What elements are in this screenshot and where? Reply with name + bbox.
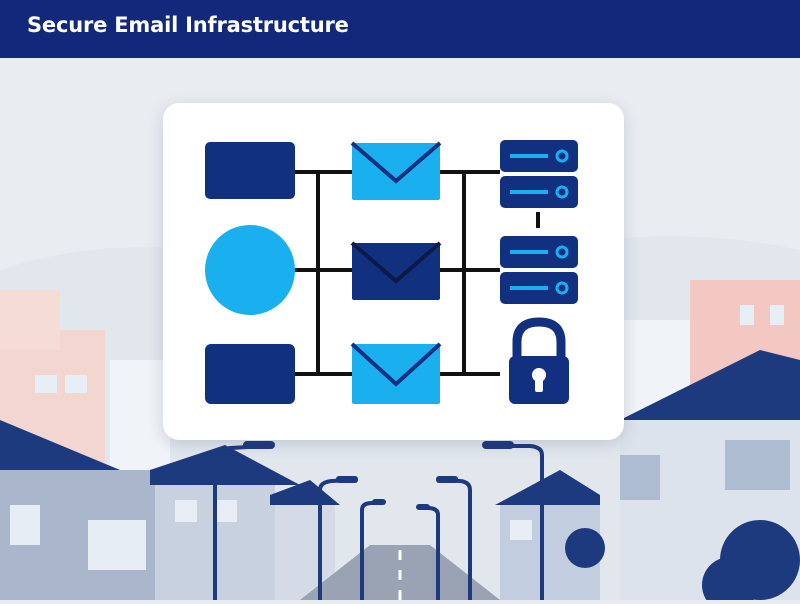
server-icon (500, 176, 578, 208)
source-block-bottom (205, 344, 295, 404)
connector-lines (294, 170, 540, 376)
server-icon (500, 236, 578, 268)
diagram-card (163, 103, 624, 440)
source-block-top (205, 142, 295, 199)
envelope-icon (350, 241, 442, 300)
padlock-icon (509, 317, 569, 404)
envelope-icon (350, 342, 442, 404)
email-flow-diagram (205, 140, 578, 404)
server-icon (500, 140, 578, 172)
page-title: Secure Email Infrastructure (27, 13, 349, 37)
source-circle (205, 225, 295, 315)
header-bar: Secure Email Infrastructure (0, 0, 800, 58)
envelope-icon (350, 141, 442, 200)
server-icon (500, 272, 578, 304)
